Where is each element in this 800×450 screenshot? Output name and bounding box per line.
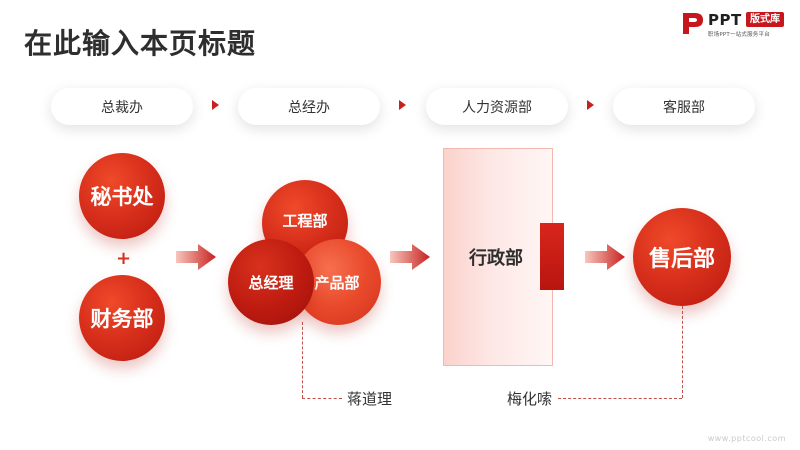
administration-accent-bar — [540, 223, 564, 290]
logo-subtitle: 职场PPT一站式服务平台 — [708, 32, 770, 38]
arrow-right-icon — [585, 244, 625, 270]
node-general-manager: 总经理 — [228, 239, 314, 325]
node-secretary-label: 秘书处 — [90, 185, 154, 209]
node-finance: 财务部 — [79, 275, 165, 361]
flow-arrow-icon — [587, 100, 594, 110]
node-administration-panel — [443, 148, 553, 366]
brand-logo: PPT 版式库 职场PPT一站式服务平台 — [680, 8, 792, 42]
flow-step-president-office: 总裁办 — [51, 88, 193, 125]
page-title: 在此输入本页标题 — [24, 27, 257, 60]
connector-line — [558, 398, 682, 399]
flow-step-label: 人力资源部 — [462, 99, 532, 116]
flow-step-hr: 人力资源部 — [426, 88, 568, 125]
person-name-right: 梅化嗦 — [507, 390, 553, 408]
flow-arrow-icon — [212, 100, 219, 110]
node-after-sales: 售后部 — [633, 208, 731, 306]
ppt-logo-icon — [683, 13, 703, 34]
plus-icon: + — [116, 248, 132, 269]
flow-step-label: 总经办 — [288, 99, 330, 116]
node-administration-label: 行政部 — [469, 248, 523, 269]
connector-line — [302, 398, 342, 399]
node-general-manager-label: 总经理 — [248, 273, 294, 292]
node-after-sales-label: 售后部 — [648, 247, 715, 272]
flow-step-general-office: 总经办 — [238, 88, 380, 125]
flow-step-label: 总裁办 — [101, 99, 143, 116]
logo-ppt-text: PPT — [708, 11, 742, 29]
flow-step-label: 客服部 — [663, 99, 705, 116]
flow-arrow-icon — [399, 100, 406, 110]
logo-badge: 版式库 — [746, 12, 784, 27]
node-secretary: 秘书处 — [79, 153, 165, 239]
arrow-right-icon — [390, 244, 430, 270]
connector-line — [302, 322, 303, 398]
node-engineering-label: 工程部 — [282, 212, 328, 230]
connector-line — [682, 306, 683, 398]
node-finance-label: 财务部 — [90, 307, 154, 331]
arrow-right-icon — [176, 244, 216, 270]
flow-step-customer-service: 客服部 — [613, 88, 755, 125]
node-product-label: 产品部 — [314, 273, 360, 292]
footer-url: www.pptcool.com — [707, 434, 786, 443]
person-name-left: 蒋道理 — [347, 390, 393, 408]
